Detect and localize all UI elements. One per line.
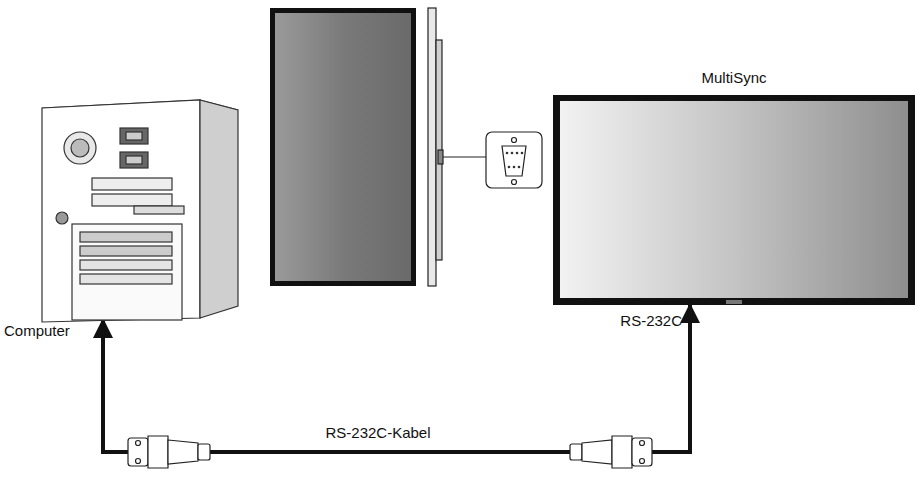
port-label: RS-232C — [620, 312, 682, 330]
db9-plug — [570, 436, 652, 468]
monitor — [553, 95, 915, 305]
computer-tower — [42, 100, 238, 322]
node-label: MultiSync — [701, 69, 766, 87]
display-node: MultiSync — [553, 95, 915, 305]
db9-plug — [128, 436, 210, 468]
computer-node: Computer — [42, 100, 238, 320]
display-front — [270, 8, 416, 286]
node-label: Computer — [4, 322, 70, 340]
cable-connector — [103, 305, 690, 452]
display-side — [428, 8, 542, 286]
cable-label: RS-232C-Kabel — [325, 424, 430, 442]
